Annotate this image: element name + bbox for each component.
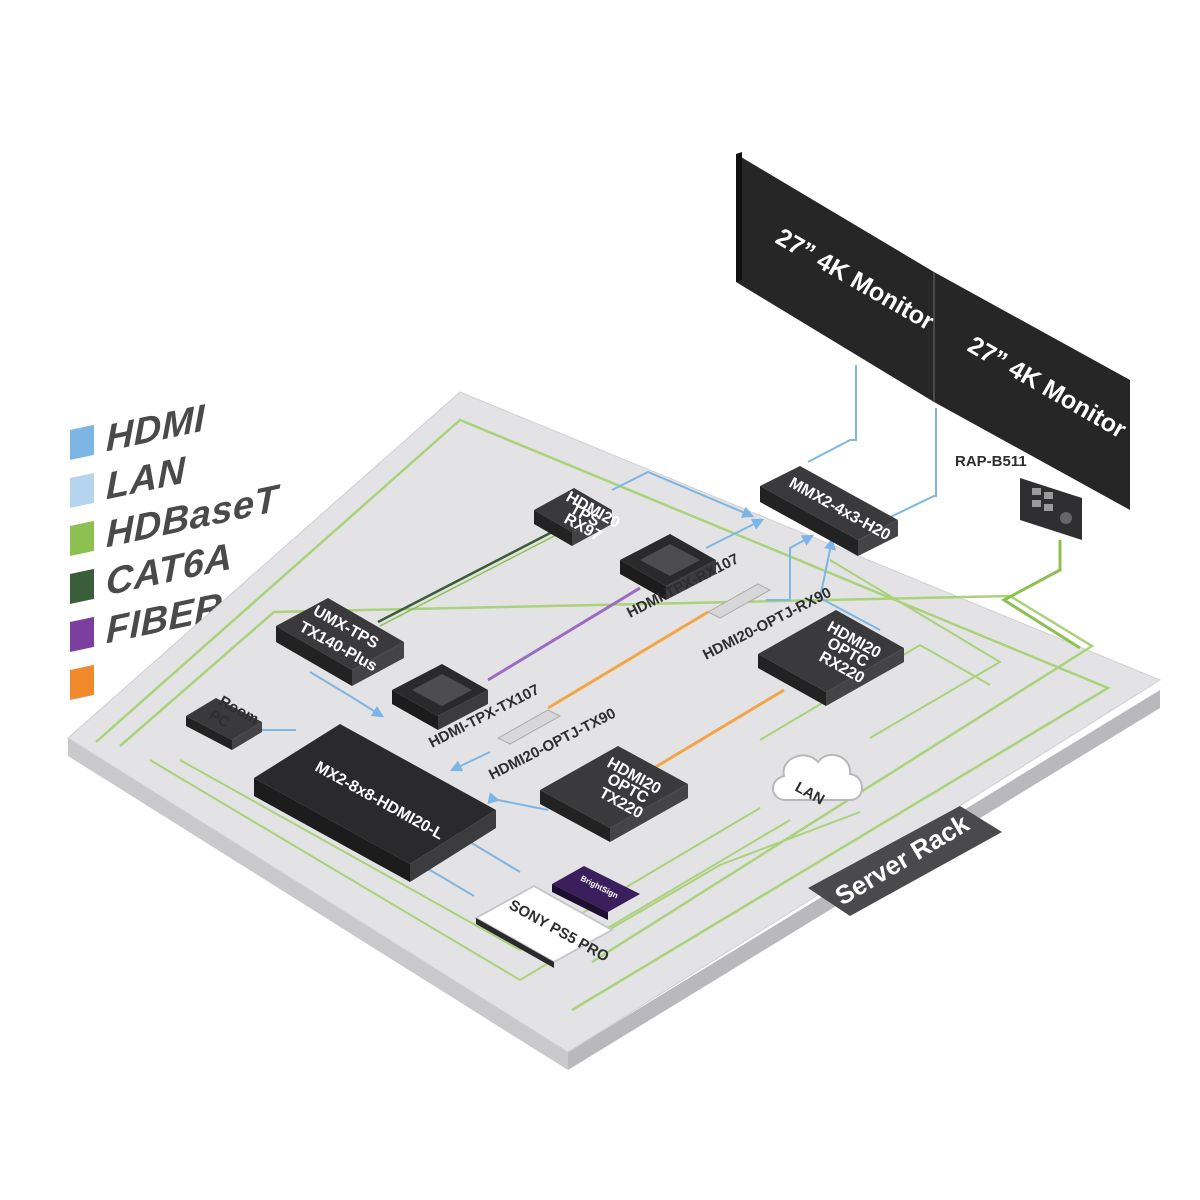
monitor-right-panel [934,272,1130,510]
room-pc-front [186,716,232,750]
tpx-rx107-vent [640,544,700,576]
tps-rx97-front [534,510,572,546]
rap-b511-button [1032,488,1041,495]
optc-rx220-top [758,610,904,692]
hdmi-umx-mx2 [309,671,385,718]
rap-b511-button [1044,504,1053,511]
monitor-left: 27” 4K Monitor [736,152,939,402]
lan-trace-1 [149,759,791,982]
monitor-left-panel [736,154,934,402]
tpx-rx107-front [620,560,666,600]
brightsign-top [552,866,640,912]
hdmi-mx2-ps5 [418,859,475,897]
mmx2-side [858,520,898,556]
rap-b511-label: RAP-B511 [955,453,1027,470]
hdmi-mx2-brightsign [458,831,521,873]
hdmi-rx107-mmx [705,518,765,549]
hdmi-rx220-mmx [818,537,881,631]
brightsign-front [552,884,608,920]
platform-side-left [68,738,568,1070]
tps-rx97-top [534,488,612,532]
optc-tx220-front [540,790,610,842]
mx2-side [410,810,496,882]
hdmi-rx90-mmx [766,534,815,601]
cat6a-cable-shade [379,533,559,627]
server-rack-tag-bg [808,806,1002,916]
mx2-top [254,724,496,864]
hdmi-rx97-mmx [611,470,755,518]
optc-tx220-device: HDMI20 OPTC TX220 [540,746,688,842]
monitor-left-edge [736,152,742,282]
monitor-right: 27” 4K Monitor [933,272,1131,510]
legend-label-hdmi: HDMI [106,396,206,460]
legend-swatch-orange [70,664,94,700]
optj-rx90-body [706,583,772,619]
tpx-rx107-side [666,560,716,600]
legend-swatch-lan [70,472,94,508]
hdmi-monitor-right [879,408,937,523]
orange-cable-2 [653,688,785,770]
legend-item-orange [70,664,94,700]
room-pc-side [232,722,262,750]
optc-rx220-front [758,654,826,706]
platform-top [67,391,1162,1053]
ps5-front [476,918,554,968]
ps5-top [473,884,615,964]
tpx-tx107-side [438,690,488,730]
hdmi-monitor-left [807,365,857,463]
legend-swatch-fiber-optical [70,616,94,652]
cat6a-cable [377,528,557,624]
lan-cloud-shape [772,753,863,801]
umx-front [276,626,352,686]
rap-b511: RAP-B511 [955,453,1082,540]
lan-cloud: LAN [772,753,863,808]
hdbaset-trace-outer [95,418,1111,1012]
hdmi-mx2-optj [449,751,491,772]
cable-traces [95,365,1111,1012]
fiber-optical-cable [487,586,641,682]
legend-swatch-cat6a [70,568,94,604]
orange-cable-1 [547,610,709,710]
mx2-matrix-device: MX2-8x8-HDMI20-L [254,724,496,882]
umx-top [276,598,404,670]
lan-trace-4 [759,643,991,741]
lan-trace-5 [829,559,1002,739]
rap-b511-button [1032,500,1041,507]
legend-swatch-hdbaset [70,520,94,556]
brightsign-device: BrightSign [552,866,640,920]
tpx-tx107-front [392,690,438,730]
optc-tx220-side [610,784,688,842]
optc-tx220-top [540,746,688,828]
hdmi-mx2-optc [487,792,549,811]
mmx2-top [760,466,898,540]
rap-b511-knob [1060,512,1072,524]
mx2-front [254,778,410,882]
tpx-tx107-vent [412,674,472,706]
umx-side [352,642,404,686]
lan-trace-2 [179,759,761,952]
optc-rx220-device: HDMI20 OPTC RX220 [758,610,904,706]
optc-rx220-side [826,648,904,706]
lan-trace-3 [599,811,861,936]
optj-tx90-body [496,709,562,745]
hdbaset-trace-rap [1001,540,1081,650]
room-pc-top [186,698,262,740]
tps-rx97-side [572,510,612,546]
mmx2-front [760,486,858,556]
legend-swatch-hdmi [70,424,94,460]
rap-b511-button [1044,492,1053,499]
